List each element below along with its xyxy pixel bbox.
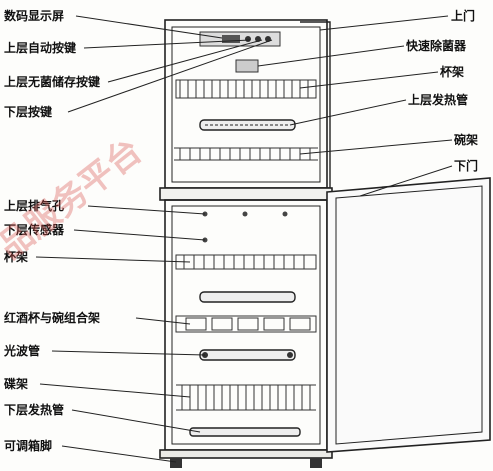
- label-dish-rack: 碟架: [4, 376, 28, 391]
- label-digital-display: 数码显示屏: [4, 8, 64, 23]
- wine-glass-bowl-rack: [175, 315, 317, 333]
- light-wave-tube: [199, 349, 296, 361]
- label-lower-heating-tube: 下层发热管: [4, 402, 64, 417]
- quick-sterilizer: [235, 59, 259, 73]
- display-panel: [199, 31, 281, 47]
- label-adjustable-feet: 可调箱脚: [4, 438, 52, 453]
- label-bowl-rack: 碗架: [454, 132, 478, 147]
- label-cup-rack-upper: 杯架: [440, 64, 464, 79]
- labels-left: 数码显示屏 上层自动按键 上层无菌储存按键 下层按键 上层排气孔 下层传感器 杯…: [3, 8, 100, 453]
- lower-cup-rack: [175, 254, 317, 270]
- exhaust-holes: [202, 211, 288, 217]
- dish-rack: [176, 384, 316, 411]
- label-upper-heating-tube: 上层发热管: [408, 92, 468, 107]
- lower-mid-tube: [199, 291, 296, 303]
- bowl-rack: [174, 147, 318, 161]
- leader-lines-right: [257, 15, 453, 197]
- leader-lines-left: [35, 15, 273, 463]
- label-wine-glass-bowl-rack: 红酒杯与碗组合架: [4, 310, 100, 325]
- lower-door: [326, 177, 491, 453]
- lower-heating-tube: [189, 427, 301, 437]
- label-upper-sterile-storage-button: 上层无菌储存按键: [4, 74, 100, 89]
- cabinet-outline: [159, 19, 333, 459]
- label-upper-exhaust-hole: 上层排气孔: [4, 198, 64, 213]
- upper-heating-tube: [199, 119, 296, 131]
- label-lower-button: 下层按键: [4, 104, 52, 119]
- labels-right: 上门 快速除菌器 杯架 上层发热管 碗架 下门: [406, 8, 478, 173]
- label-upper-auto-button: 上层自动按键: [4, 40, 76, 55]
- label-cup-rack-lower: 杯架: [4, 249, 28, 264]
- label-quick-sterilizer: 快速除菌器: [406, 38, 467, 53]
- label-light-wave-tube: 光波管: [3, 343, 40, 358]
- adjustable-feet: [170, 458, 322, 468]
- label-lower-door: 下门: [454, 158, 478, 173]
- label-upper-door: 上门: [451, 8, 475, 23]
- label-lower-sensor: 下层传感器: [4, 222, 65, 237]
- upper-cup-rack: [175, 79, 317, 99]
